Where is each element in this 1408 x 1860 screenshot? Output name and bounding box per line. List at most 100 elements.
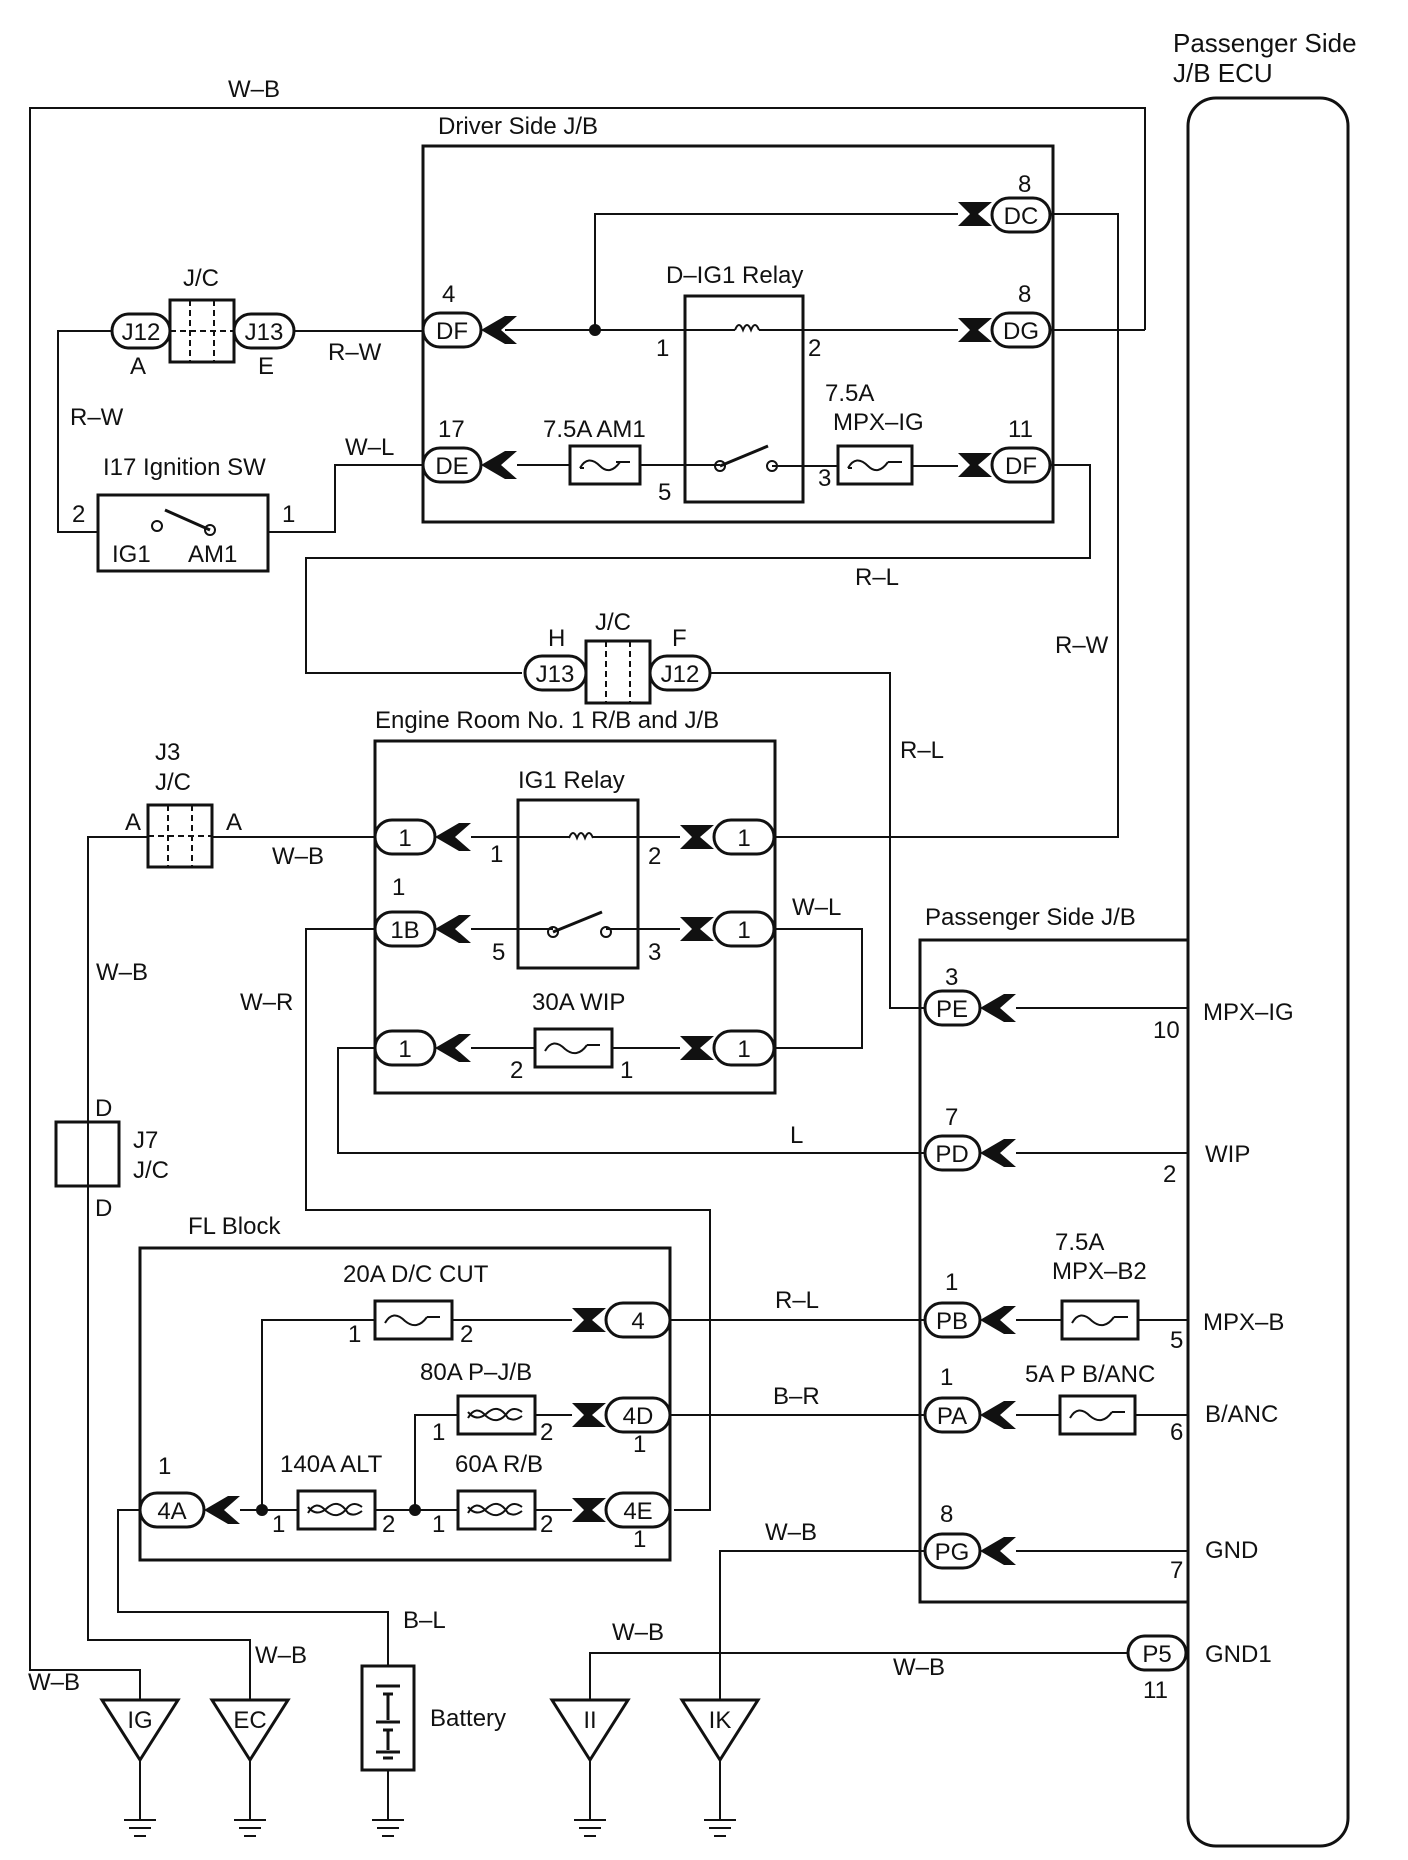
label-l: L: [790, 1122, 803, 1149]
fuse-mpx-ig-name: MPX–IG: [833, 409, 924, 436]
ig1-coil: [568, 832, 594, 841]
label-rl-1: R–L: [855, 564, 899, 591]
jc-top-pin-e: E: [258, 353, 274, 380]
erb-conn-3-right-label: 1: [737, 1036, 750, 1063]
erb-arrow-2-right: [680, 917, 714, 941]
driver-jb-title: Driver Side J/B: [438, 113, 598, 140]
df-left-arrow: [481, 316, 517, 344]
pe-num: 3: [945, 964, 958, 991]
wire-l-to-pd: [337, 1047, 925, 1154]
label-wb-ec: W–B: [255, 1642, 307, 1669]
wire-wb-top: [29, 107, 1146, 1700]
fl-conn-4d-label: 4D: [623, 1403, 654, 1430]
j7-jc: [54, 1120, 121, 1188]
wire-jc-mid-to-pe: [710, 672, 925, 1009]
fuse-b2-amp: 7.5A: [1055, 1229, 1104, 1256]
fl-arrow-4e: [572, 1498, 606, 1522]
pd-arrow: [980, 1139, 1016, 1167]
label-wb-j3: W–B: [272, 843, 324, 870]
j7-bottom: D: [95, 1195, 112, 1222]
pass-jb-box: [918, 938, 1190, 1604]
ig1-switch-arm: [552, 910, 603, 934]
ecu-pin-mpx-b-num: 5: [1170, 1327, 1183, 1354]
label-rw-2: R–W: [70, 404, 124, 431]
pb-arrow: [980, 1306, 1016, 1334]
ignition-title: I17 Ignition SW: [103, 454, 266, 481]
pe-arrow: [980, 994, 1016, 1022]
de-arrow: [481, 451, 517, 479]
ground-ig-symbol: [124, 1760, 156, 1837]
wire-bl: [117, 1509, 389, 1666]
wire-wl-loop: [774, 928, 863, 1049]
j7-title2: J/C: [133, 1157, 169, 1184]
fl-4a-num: 1: [158, 1453, 171, 1480]
wire-ign-to-de: [268, 464, 423, 533]
ecu-title-line2: J/B ECU: [1173, 58, 1273, 88]
ignition-arm: [164, 508, 211, 532]
de-label: DE: [435, 453, 468, 480]
fuse-rb-pin1: 1: [432, 1511, 445, 1538]
fuse-mpx-ig-element: [847, 459, 902, 472]
fl-block-box: [138, 1246, 672, 1562]
erb-arrow-1-right: [680, 825, 714, 849]
jc-mid-j13: [523, 654, 588, 692]
erb-arrow-3-left: [435, 1034, 471, 1062]
junction-dot-coil: [589, 324, 601, 336]
j3-dash: [148, 805, 212, 867]
erb-arrow-1-left: [435, 823, 471, 851]
jc-top-pin-a: A: [130, 353, 146, 380]
pb-label: PB: [936, 1308, 968, 1335]
wire-wb-left: [87, 836, 251, 1700]
df-left-num: 4: [442, 281, 455, 308]
jc-top-title: J/C: [183, 265, 219, 292]
ground-ii-symbol: [574, 1760, 606, 1837]
fl-block-title: FL Block: [188, 1213, 281, 1240]
erb-arrow-3-right: [680, 1036, 714, 1060]
engine-rb-title: Engine Room No. 1 R/B and J/B: [375, 707, 719, 734]
fl-conn-4e: [604, 1491, 672, 1529]
pa-num: 1: [940, 1364, 953, 1391]
j3-title1: J3: [155, 739, 180, 766]
ecu-pin-mpx-b: MPX–B: [1203, 1309, 1284, 1336]
engine-rb-box: [373, 739, 777, 1095]
ecu-pin-b-anc-num: 6: [1170, 1419, 1183, 1446]
fuse-pjb-pin1: 1: [432, 1419, 445, 1446]
ground-ec-triangle: [209, 1698, 291, 1763]
fuse-dc-cut-element: [384, 1314, 440, 1327]
wire-jc-top-to-ign: [57, 330, 112, 533]
fuse-am1-label: 7.5A AM1: [543, 416, 646, 443]
battery-label: Battery: [430, 1705, 506, 1732]
fuse-mpx-ig: [836, 444, 914, 486]
fuse-dc-cut-label: 20A D/C CUT: [343, 1261, 489, 1288]
label-rl-2: R–L: [900, 737, 944, 764]
ignition-am1: AM1: [188, 541, 237, 568]
fuse-rb-element: [467, 1502, 523, 1517]
j3-title2: J/C: [155, 769, 191, 796]
d-ig1-pin2: 2: [808, 335, 821, 362]
fuse-anc-label: 5A P B/ANC: [1025, 1361, 1155, 1388]
label-rl-3: R–L: [775, 1287, 819, 1314]
erb-conn-1b-label: 1B: [390, 917, 419, 944]
label-wb-left: W–B: [96, 959, 148, 986]
ecu-pin-gnd-num: 7: [1170, 1557, 1183, 1584]
ecu-pin-wip: WIP: [1205, 1141, 1250, 1168]
dc-num: 8: [1018, 171, 1031, 198]
erb-conn-2-right-label: 1: [737, 917, 750, 944]
wire-wr: [305, 928, 711, 1511]
fl-arrow-4: [572, 1308, 606, 1332]
ecu-pin-b-anc: B/ANC: [1205, 1401, 1278, 1428]
ig1-relay: [516, 798, 640, 970]
fuse-wip-label: 30A WIP: [532, 989, 625, 1016]
fuse-dc-cut-pin1: 1: [348, 1321, 361, 1348]
fuse-mpx-b2-element: [1071, 1314, 1128, 1327]
d-ig1-pin5: 5: [658, 479, 671, 506]
erb-conn-1-right-label: 1: [737, 825, 750, 852]
label-wb-top: W–B: [228, 76, 280, 103]
jc-mid-j12-label: J12: [661, 661, 700, 688]
df-right-num: 11: [1008, 416, 1033, 443]
pd-num: 7: [945, 1104, 958, 1131]
ig1-pin5: 5: [492, 939, 505, 966]
ground-ik-label: IK: [709, 1707, 732, 1734]
df-right-label: DF: [1005, 453, 1037, 480]
